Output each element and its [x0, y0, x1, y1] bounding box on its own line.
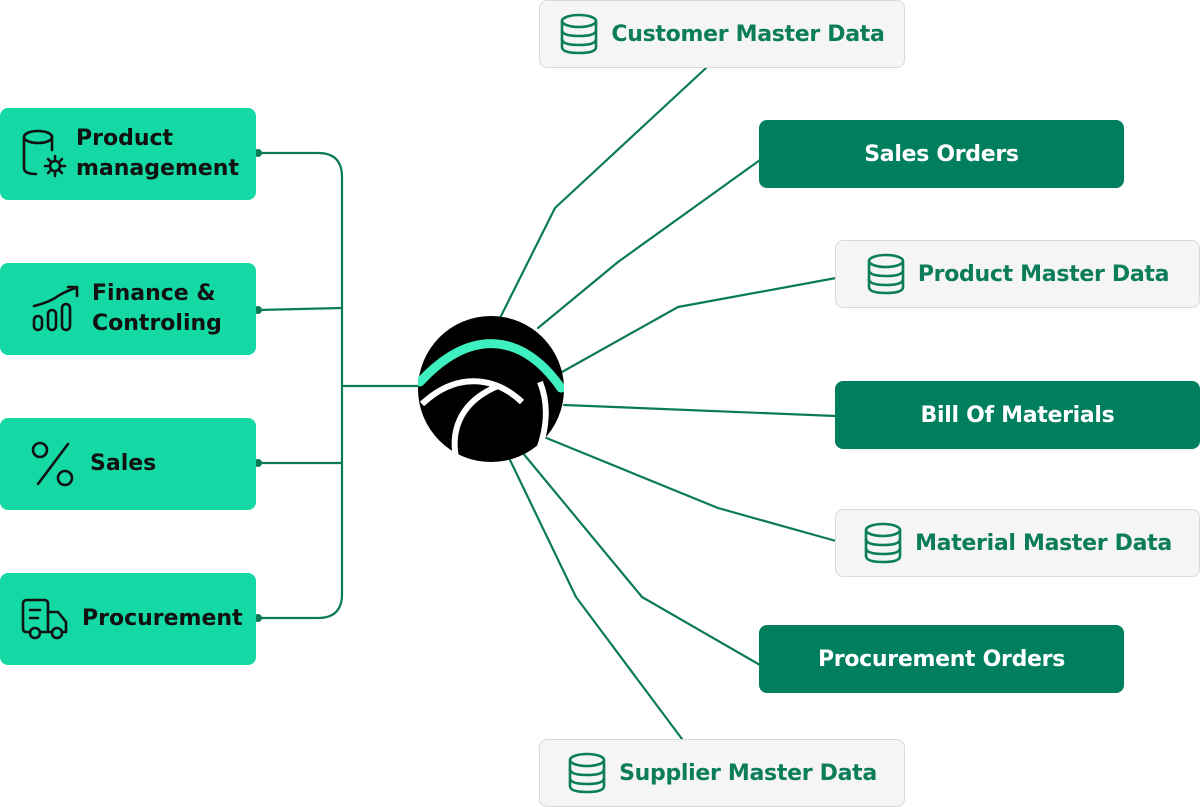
connector-finance — [256, 306, 344, 312]
connector-product-management — [256, 151, 344, 388]
item-procurement-orders[interactable]: Procurement Orders — [759, 625, 1124, 693]
module-label-line2: management — [76, 156, 239, 181]
item-label: Supplier Master Data — [619, 760, 877, 786]
module-procurement[interactable]: Procurement — [0, 573, 256, 665]
item-label: Procurement Orders — [817, 646, 1065, 672]
module-label-line1: Sales — [90, 451, 157, 476]
connector-procurement-orders — [520, 450, 762, 667]
item-label: Sales Orders — [864, 141, 1019, 167]
connector-dot — [254, 149, 262, 157]
database-icon — [559, 13, 599, 55]
item-label: Material Master Data — [915, 530, 1172, 556]
database-gear-icon — [20, 128, 70, 180]
item-sales-orders[interactable]: Sales Orders — [759, 120, 1124, 188]
item-customer-master-data[interactable]: Customer Master Data — [539, 0, 905, 68]
percent-icon — [30, 440, 76, 488]
module-label-line2: Controling — [92, 311, 222, 336]
item-supplier-master-data[interactable]: Supplier Master Data — [539, 739, 905, 807]
delivery-truck-icon — [20, 596, 70, 642]
connector-material-master-data — [542, 435, 838, 543]
database-icon — [567, 752, 607, 794]
module-label-line1: Procurement — [82, 606, 243, 631]
connector-customer-master-data — [496, 66, 708, 324]
connector-dot — [254, 614, 262, 622]
item-label: Product Master Data — [917, 261, 1170, 287]
connector-product-master-data — [560, 276, 838, 374]
connector-supplier-master-data — [508, 458, 684, 741]
connector-dot — [254, 459, 262, 467]
connector-dot — [254, 306, 262, 314]
module-sales[interactable]: Sales — [0, 418, 256, 510]
connector-bill-of-materials — [562, 403, 838, 418]
item-material-master-data[interactable]: Material Master Data — [835, 509, 1200, 577]
item-bill-of-materials[interactable]: Bill Of Materials — [835, 381, 1200, 449]
globe-hub-icon — [418, 316, 564, 462]
item-product-master-data[interactable]: Product Master Data — [835, 240, 1200, 308]
module-product-management[interactable]: Product management — [0, 108, 256, 200]
connector-procurement — [256, 384, 344, 620]
module-finance-controling[interactable]: Finance & Controling — [0, 263, 256, 355]
item-label: Customer Master Data — [611, 21, 885, 47]
item-label: Bill Of Materials — [920, 402, 1115, 428]
module-label-line1: Product — [76, 126, 174, 151]
database-icon — [863, 522, 903, 564]
module-label-line1: Finance & — [92, 281, 216, 306]
connector-sales-orders — [536, 158, 762, 330]
database-icon — [866, 253, 906, 295]
growth-chart-icon — [30, 284, 82, 334]
